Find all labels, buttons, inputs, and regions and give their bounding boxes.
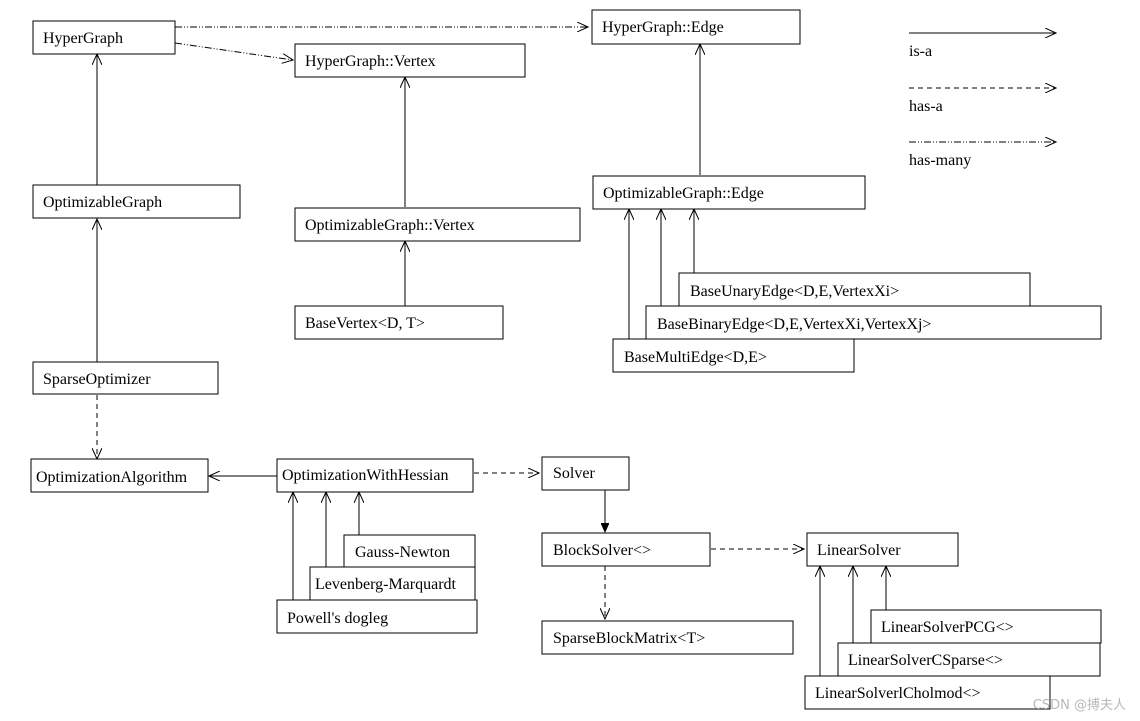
node-label: OptimizableGraph::Edge — [603, 185, 764, 202]
node-hypergraph: HyperGraph — [32, 20, 176, 55]
node-optimizable-graph: OptimizableGraph — [32, 184, 241, 219]
node-base-binary-edge: BaseBinaryEdge<D,E,VertexXi,VertexXj> — [645, 305, 1102, 340]
node-linear-solver: LinearSolver — [806, 532, 959, 567]
node-solver: Solver — [541, 456, 630, 491]
node-label: BaseBinaryEdge<D,E,VertexXi,VertexXj> — [657, 316, 931, 333]
node-label: OptimizationWithHessian — [282, 467, 448, 484]
node-label: LinearSolverlCholmod<> — [815, 685, 981, 702]
node-sparse-block-matrix: SparseBlockMatrix<T> — [541, 620, 794, 655]
node-label: Levenberg-Marquardt — [315, 576, 457, 593]
node-label: HyperGraph::Edge — [602, 19, 724, 36]
node-label: OptimizableGraph — [43, 194, 162, 211]
node-hypergraph-vertex: HyperGraph::Vertex — [294, 43, 526, 78]
node-label: SparseBlockMatrix<T> — [553, 630, 705, 647]
edge-hypergraph-has-many-vertex — [174, 42, 293, 60]
node-optimization-algorithm: OptimizationAlgorithm — [30, 458, 209, 493]
node-linear-solver-cholmod: LinearSolverlCholmod<> — [804, 675, 1051, 710]
node-hypergraph-edge: HyperGraph::Edge — [591, 9, 801, 45]
node-label: LinearSolverCSparse<> — [848, 652, 1003, 669]
node-label: HyperGraph::Vertex — [305, 53, 436, 70]
node-label: Gauss-Newton — [355, 544, 450, 561]
node-base-vertex: BaseVertex<D, T> — [294, 305, 504, 340]
node-levenberg-marquardt: Levenberg-Marquardt — [309, 566, 476, 601]
node-label: HyperGraph — [43, 30, 123, 47]
node-optimizable-graph-vertex: OptimizableGraph::Vertex — [294, 207, 581, 242]
node-optimizable-graph-edge: OptimizableGraph::Edge — [592, 175, 866, 210]
legend-has-a-label: has-a — [909, 98, 943, 115]
node-powells-dogleg: Powell's dogleg — [276, 599, 478, 634]
node-label: LinearSolverPCG<> — [881, 619, 1014, 636]
node-block-solver: BlockSolver<> — [541, 532, 711, 567]
node-label: BaseMultiEdge<D,E> — [624, 349, 767, 366]
legend-has-many-label: has-many — [909, 152, 971, 169]
node-linear-solver-csparse: LinearSolverCSparse<> — [837, 642, 1101, 677]
legend: is-a has-a has-many — [909, 33, 1056, 169]
node-label: SparseOptimizer — [43, 371, 151, 388]
node-label: BlockSolver<> — [553, 542, 651, 559]
node-label: Solver — [553, 465, 595, 482]
node-label: LinearSolver — [817, 542, 901, 559]
node-linear-solver-pcg: LinearSolverPCG<> — [870, 609, 1102, 644]
node-base-multi-edge: BaseMultiEdge<D,E> — [612, 338, 855, 373]
node-optimization-with-hessian: OptimizationWithHessian — [276, 458, 474, 493]
node-label: Powell's dogleg — [287, 610, 388, 627]
node-label: OptimizableGraph::Vertex — [305, 217, 475, 234]
watermark: CSDN @搏夫人 — [1032, 698, 1126, 713]
node-label: OptimizationAlgorithm — [36, 469, 188, 486]
node-sparse-optimizer: SparseOptimizer — [32, 361, 219, 395]
node-label: BaseVertex<D, T> — [305, 315, 425, 332]
legend-is-a-label: is-a — [909, 43, 932, 60]
node-label: BaseUnaryEdge<D,E,VertexXi> — [690, 283, 899, 300]
node-gauss-newton: Gauss-Newton — [343, 534, 476, 568]
node-base-unary-edge: BaseUnaryEdge<D,E,VertexXi> — [678, 272, 1031, 307]
